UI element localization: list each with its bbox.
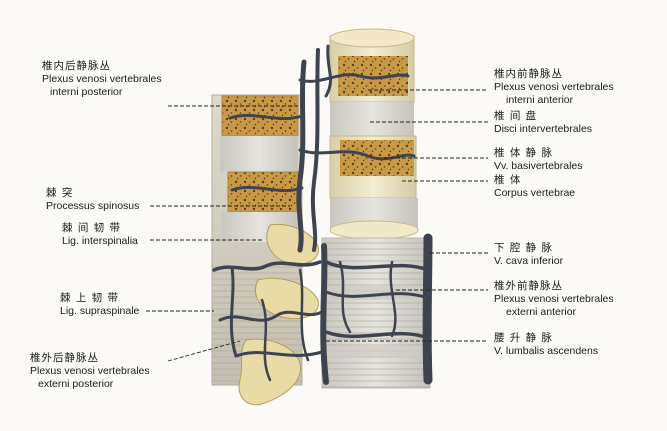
label-zh: 椎外前静脉丛 [494,280,563,292]
label-zh: 椎 体 [494,174,522,186]
label-latin: Lig. supraspinale [60,305,140,317]
label-zh: 棘 间 韧 带 [62,222,122,234]
venous-network [212,44,433,385]
label-latin: Lig. interspinalia [62,235,138,247]
label-zh: 椎 体 静 脉 [494,147,554,159]
label-zh: 椎外后静脉丛 [30,352,99,364]
label-latin: Disci intervertebrales [494,123,593,135]
leader-lines [146,89,488,362]
label-supraspinous-ligament: 棘 上 韧 带 Lig. supraspinale [60,292,139,318]
label-zh: 椎内后静脉丛 [42,60,111,72]
label-latin: Processus spinosus [46,200,140,212]
label-latin: Plexus venosi vertebrales [42,73,162,85]
label-zh: 椎内前静脉丛 [494,68,563,80]
label-latin-2: externi posterior [38,378,114,390]
label-basivertebral-veins: 椎 体 静 脉 Vv. basivertebrales [494,147,583,173]
label-zh: 棘 突 [46,187,74,199]
label-zh: 下 腔 静 脉 [494,242,554,254]
label-latin-2: interni anterior [506,94,574,106]
label-latin: V. cava inferior [494,255,564,267]
label-post-external-plexus: 椎外后静脉丛 Plexus venosi vertebrales externi… [30,352,150,391]
label-latin-2: externi anterior [506,306,577,318]
label-vertebral-body: 椎 体 Corpus vertebrae [494,174,575,200]
label-zh: 椎 间 盘 [494,110,538,122]
label-ascending-lumbar-vein: 腰 升 静 脉 V. lumbalis ascendens [494,332,598,358]
label-latin: Plexus venosi vertebrales [494,293,614,305]
label-zh: 腰 升 静 脉 [494,332,554,344]
label-latin: V. lumbalis ascendens [494,345,599,357]
label-intervertebral-disc: 椎 间 盘 Disci intervertebrales [494,110,592,136]
label-interspinous-ligament: 棘 间 韧 带 Lig. interspinalia [62,222,138,248]
label-ant-internal-plexus: 椎内前静脉丛 Plexus venosi vertebrales interni… [494,68,614,107]
label-latin: Corpus vertebrae [494,187,576,199]
label-latin-2: interni posterior [50,86,123,98]
label-zh: 棘 上 韧 带 [60,292,120,304]
label-ant-external-plexus: 椎外前静脉丛 Plexus venosi vertebrales externi… [494,280,614,319]
label-latin: Vv. basivertebrales [494,160,583,172]
label-latin: Plexus venosi vertebrales [30,365,150,377]
label-spinous-process: 棘 突 Processus spinosus [46,187,139,213]
label-latin: Plexus venosi vertebrales [494,81,614,93]
label-inferior-vena-cava: 下 腔 静 脉 V. cava inferior [494,242,563,268]
label-post-internal-plexus: 椎内后静脉丛 Plexus venosi vertebrales interni… [42,60,162,99]
